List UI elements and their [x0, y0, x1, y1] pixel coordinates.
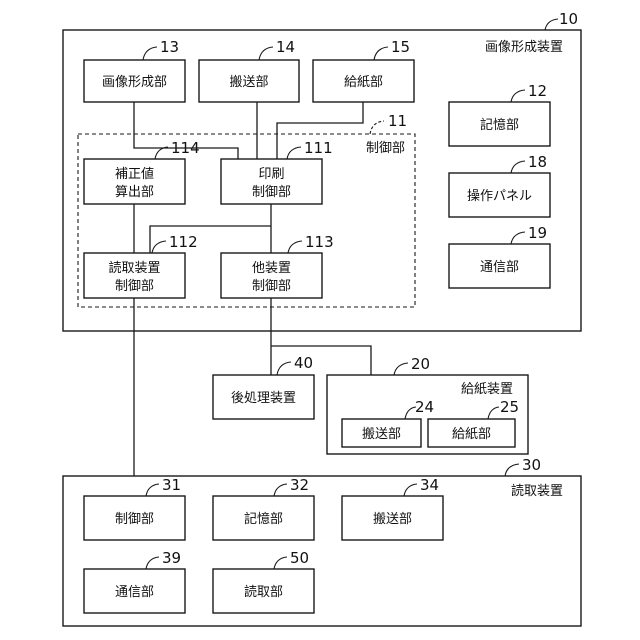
post-processing-apparatus-block: 後処理装置 40 [213, 354, 314, 419]
ref-10-leader [545, 19, 558, 30]
storage-unit-block: 記憶部 12 [449, 82, 550, 146]
paper-feed-unit-block: 給紙部 15 [313, 38, 414, 102]
feeder-transport-unit-label: 搬送部 [362, 427, 401, 442]
correction-value-calc-label-line1: 補正値 [115, 166, 154, 182]
transport-unit-label: 搬送部 [229, 75, 268, 90]
reader-reading-unit-label: 読取部 [244, 584, 283, 600]
reading-device-control-label-line2: 制御部 [115, 279, 154, 294]
feeder-transport-unit-block: 搬送部 24 [342, 398, 434, 447]
ref-11-label: 11 [388, 112, 407, 130]
ref-15-label: 15 [391, 38, 410, 56]
ref-12-label: 12 [528, 82, 547, 100]
ref-10-label: 10 [559, 10, 578, 28]
ref-40-label: 40 [294, 354, 313, 372]
reader-communication-unit-label: 通信部 [115, 585, 154, 600]
ref-18-leader [511, 161, 525, 173]
print-control-label-line2: 制御部 [252, 185, 291, 200]
ref-50-label: 50 [290, 549, 309, 567]
image-forming-unit-label: 画像形成部 [102, 75, 167, 90]
ref-30-label: 30 [522, 456, 541, 474]
ref-31-label: 31 [162, 476, 181, 494]
reading-device-control-block: 読取装置 制御部 112 [84, 233, 198, 298]
ref-111-label: 111 [304, 139, 333, 157]
ref-111-leader [287, 147, 301, 159]
print-control-label-line1: 印刷 [258, 167, 284, 182]
ref-113-label: 113 [305, 233, 334, 251]
ref-32-label: 32 [290, 476, 309, 494]
wire-other-control-to-feeding [271, 346, 371, 375]
ref-39-leader [146, 557, 159, 569]
image-forming-unit-block: 画像形成部 13 [84, 38, 185, 102]
ref-13-label: 13 [160, 38, 179, 56]
ref-11-leader [370, 121, 384, 134]
ref-30-leader [505, 464, 519, 476]
operation-panel-label: 操作パネル [467, 188, 532, 204]
ref-34-leader [404, 484, 417, 496]
ref-18-label: 18 [528, 153, 547, 171]
ref-114-leader [155, 147, 168, 159]
ref-25-label: 25 [500, 398, 519, 416]
reader-control-unit-label: 制御部 [115, 512, 154, 527]
ref-112-label: 112 [169, 233, 198, 251]
reader-control-unit-block: 制御部 31 [84, 476, 185, 540]
ref-25-leader [488, 407, 499, 419]
other-device-control-block: 他装置 制御部 113 [221, 233, 334, 298]
ref-50-leader [274, 557, 287, 569]
image-forming-apparatus-title: 画像形成装置 [485, 40, 563, 55]
reader-storage-unit-block: 記憶部 32 [213, 476, 314, 540]
reader-transport-unit-label: 搬送部 [373, 512, 412, 527]
correction-value-calc-label-line2: 算出部 [115, 185, 154, 200]
ref-19-leader [511, 232, 525, 244]
ref-13-leader [143, 47, 157, 60]
post-processing-apparatus-label: 後処理装置 [231, 391, 296, 406]
ref-34-label: 34 [420, 476, 439, 494]
reader-communication-unit-block: 通信部 39 [84, 549, 185, 613]
ref-15-leader [374, 47, 388, 60]
ref-12-leader [511, 90, 525, 102]
ref-20-label: 20 [411, 355, 430, 373]
ref-112-leader [152, 241, 166, 253]
feeding-apparatus-title: 給紙装置 [461, 382, 513, 397]
communication-unit-label: 通信部 [480, 260, 519, 275]
ref-24-label: 24 [415, 398, 434, 416]
reading-apparatus-title: 読取装置 [511, 483, 563, 499]
ref-20-leader [394, 363, 408, 375]
reader-reading-unit-block: 読取部 50 [213, 549, 314, 613]
other-device-control-label-line2: 制御部 [252, 279, 291, 294]
other-device-control-label-line1: 他装置 [252, 261, 291, 276]
feeder-paper-feed-unit-label: 給紙部 [452, 427, 491, 442]
operation-panel-block: 操作パネル 18 [449, 153, 550, 217]
paper-feed-unit-label: 給紙部 [344, 75, 383, 90]
ref-113-leader [288, 241, 302, 253]
ref-19-label: 19 [528, 224, 547, 242]
ref-31-leader [146, 484, 159, 496]
transport-unit-block: 搬送部 14 [199, 38, 299, 102]
reading-device-control-label-line1: 読取装置 [108, 260, 160, 276]
ref-39-label: 39 [162, 549, 181, 567]
ref-14-leader [259, 47, 273, 60]
correction-value-calc-block: 補正値 算出部 114 [84, 139, 200, 204]
communication-unit-block: 通信部 19 [449, 224, 550, 288]
ref-40-leader [277, 362, 291, 375]
reader-storage-unit-label: 記憶部 [244, 511, 283, 527]
ref-14-label: 14 [276, 38, 295, 56]
ref-32-leader [274, 484, 287, 496]
control-unit-group-title: 制御部 [366, 141, 405, 156]
feeder-paper-feed-unit-block: 給紙部 25 [428, 398, 519, 447]
storage-unit-label: 記憶部 [480, 117, 519, 133]
reader-transport-unit-block: 搬送部 34 [342, 476, 443, 540]
